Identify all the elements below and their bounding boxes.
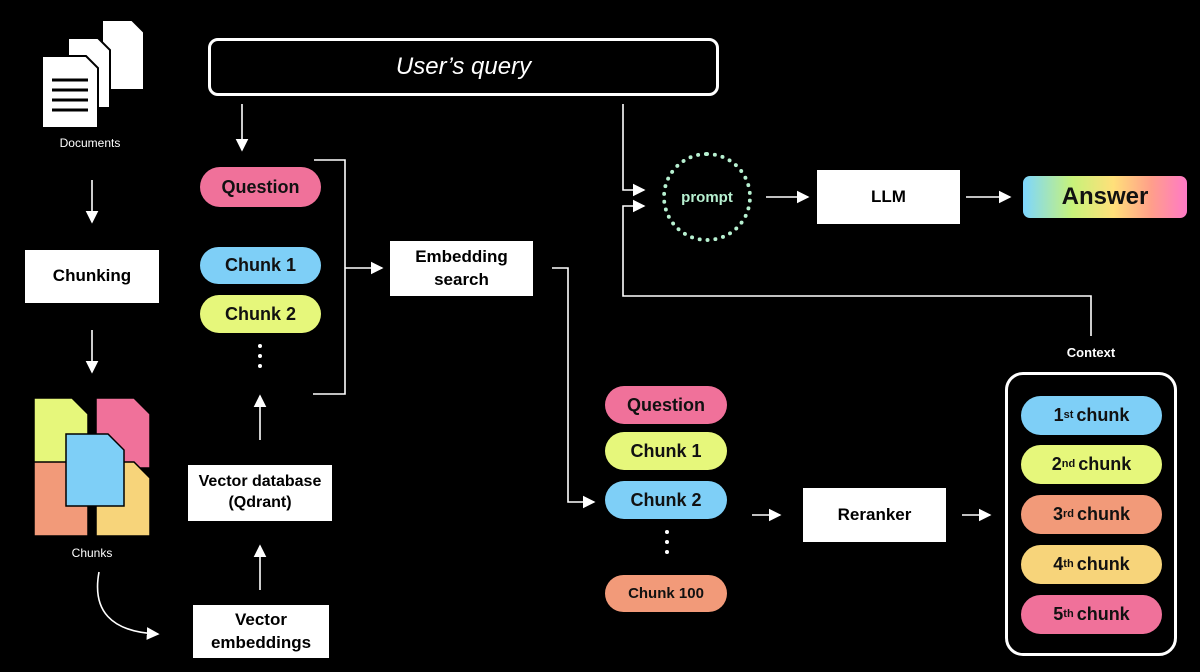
llm-box: LLM [817, 170, 960, 224]
mid-chunk1-pill: Chunk 1 [605, 432, 727, 470]
left-chunk1-pill: Chunk 1 [200, 247, 321, 284]
chunks-icon [33, 397, 151, 537]
context-label: Context [1066, 345, 1116, 360]
left-stack-ellipsis [257, 344, 263, 374]
vector-embeddings-box: Vector embeddings [193, 605, 329, 658]
mid-chunk2-pill: Chunk 2 [605, 481, 727, 519]
prompt-node: prompt [662, 152, 752, 242]
context-frame [1005, 372, 1177, 656]
left-question-pill: Question [200, 167, 321, 207]
mid-question-pill: Question [605, 386, 727, 424]
reranker-box: Reranker [803, 488, 946, 542]
chunks-label: Chunks [71, 546, 113, 560]
vector-database-box: Vector database (Qdrant) [188, 465, 332, 521]
documents-label: Documents [59, 136, 121, 150]
users-query-box: User’s query [208, 38, 719, 96]
embedding-search-box: Embedding search [390, 241, 533, 296]
chunking-box: Chunking [25, 250, 159, 303]
answer-box: Answer [1023, 176, 1187, 218]
mid-chunk100-pill: Chunk 100 [605, 575, 727, 612]
mid-stack-ellipsis [664, 530, 670, 560]
left-chunk2-pill: Chunk 2 [200, 295, 321, 333]
documents-icon [41, 19, 145, 129]
